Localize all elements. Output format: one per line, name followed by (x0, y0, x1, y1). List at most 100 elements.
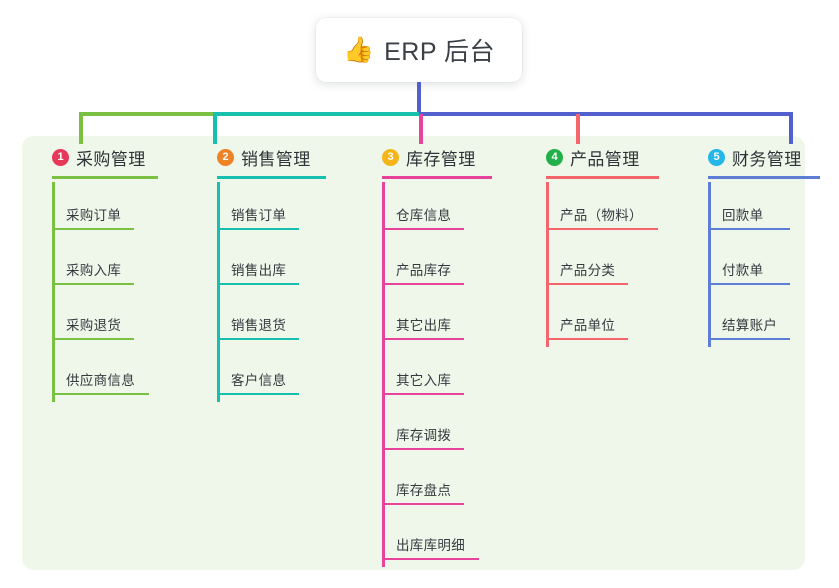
list-item-rule (217, 338, 299, 340)
column-header-rule-1 (52, 176, 158, 179)
column-badge-3: 3 (382, 148, 399, 166)
list-item[interactable]: 产品库存 (368, 234, 528, 289)
list-item-label: 销售出库 (231, 263, 287, 278)
list-item[interactable]: 出库库明细 (368, 509, 528, 564)
list-item[interactable]: 销售退货 (203, 289, 363, 344)
column-title-1: 采购管理 (76, 149, 146, 169)
list-item-rule (382, 338, 464, 340)
column-title-4: 产品管理 (570, 149, 640, 169)
connector-drop-5 (789, 114, 793, 144)
list-item[interactable]: 产品单位 (532, 289, 692, 344)
list-item[interactable]: 客户信息 (203, 344, 363, 399)
list-item-label: 库存调拨 (396, 428, 452, 443)
column-badge-5: 5 (708, 148, 725, 166)
list-item-label: 采购订单 (66, 208, 122, 223)
column-items-4: 产品（物料） 产品分类产品单位 (532, 179, 692, 344)
column-badge-4: 4 (546, 148, 563, 166)
column-1: 1 采购管理采购订单采购入库采购退货供应商信息 (38, 144, 198, 402)
list-item[interactable]: 采购退货 (38, 289, 198, 344)
list-item-rule (382, 228, 464, 230)
column-header-4[interactable]: 4 产品管理 (532, 144, 692, 170)
list-item[interactable]: 采购订单 (38, 179, 198, 234)
list-item[interactable]: 回款单 (694, 179, 839, 234)
list-item-rule (382, 393, 464, 395)
list-item[interactable]: 库存调拨 (368, 399, 528, 454)
list-item-label: 库存盘点 (396, 483, 452, 498)
root-node-card[interactable]: 👍 ERP 后台 (316, 18, 522, 82)
connector-drop-4 (576, 114, 580, 144)
list-item[interactable]: 销售出库 (203, 234, 363, 289)
column-items-3: 仓库信息产品库存其它出库其它入库库存调拨库存盘点出库库明细 (368, 179, 528, 564)
column-items-5: 回款单付款单结算账户 (694, 179, 839, 344)
list-item-rule (217, 228, 299, 230)
list-item-label: 其它入库 (396, 373, 452, 388)
connector-hbar-3 (419, 112, 793, 116)
list-item-label: 产品库存 (396, 263, 452, 278)
list-item-label: 客户信息 (231, 373, 287, 388)
list-item[interactable]: 库存盘点 (368, 454, 528, 509)
connector-drop-3 (419, 114, 423, 144)
column-3: 3 库存管理仓库信息产品库存其它出库其它入库库存调拨库存盘点出库库明细 (368, 144, 528, 567)
list-item-label: 其它出库 (396, 318, 452, 333)
list-item-label: 销售订单 (231, 208, 287, 223)
list-item[interactable]: 供应商信息 (38, 344, 198, 399)
list-item-label: 付款单 (722, 263, 764, 278)
root-node-title: ERP 后台 (384, 38, 496, 66)
column-header-rule-5 (708, 176, 820, 179)
list-item-label: 出库库明细 (396, 538, 465, 553)
column-header-rule-2 (217, 176, 326, 179)
list-item[interactable]: 仓库信息 (368, 179, 528, 234)
list-item[interactable]: 其它入库 (368, 344, 528, 399)
list-item[interactable]: 结算账户 (694, 289, 839, 344)
list-item-label: 产品（物料） (560, 208, 643, 223)
connector-stem (417, 82, 421, 114)
list-item-rule (382, 283, 464, 285)
column-spine-1 (52, 182, 55, 402)
list-item-rule (382, 503, 464, 505)
column-title-3: 库存管理 (406, 149, 476, 169)
list-item-label: 采购退货 (66, 318, 122, 333)
list-item-rule (52, 393, 149, 395)
list-item-rule (708, 283, 790, 285)
column-items-2: 销售订单销售出库销售退货客户信息 (203, 179, 363, 399)
column-badge-2: 2 (217, 148, 234, 166)
column-header-rule-4 (546, 176, 659, 179)
connector-hbar-1 (79, 112, 217, 116)
list-item-label: 产品单位 (560, 318, 616, 333)
column-spine-5 (708, 182, 711, 347)
list-item[interactable]: 销售订单 (203, 179, 363, 234)
list-item[interactable]: 付款单 (694, 234, 839, 289)
list-item-rule (217, 393, 299, 395)
list-item[interactable]: 采购入库 (38, 234, 198, 289)
list-item[interactable]: 产品分类 (532, 234, 692, 289)
column-badge-1: 1 (52, 148, 69, 166)
connector-hbar-2 (213, 112, 423, 116)
column-header-1[interactable]: 1 采购管理 (38, 144, 198, 170)
list-item-rule (217, 283, 299, 285)
list-item-rule (708, 228, 790, 230)
column-4: 4 产品管理产品（物料） 产品分类产品单位 (532, 144, 692, 347)
list-item-label: 结算账户 (722, 318, 778, 333)
list-item-rule (546, 338, 628, 340)
list-item[interactable]: 其它出库 (368, 289, 528, 344)
list-item-label: 回款单 (722, 208, 764, 223)
list-item-label: 销售退货 (231, 318, 287, 333)
list-item-rule (52, 283, 134, 285)
diagram-panel (22, 136, 805, 570)
column-header-3[interactable]: 3 库存管理 (368, 144, 528, 170)
list-item-rule (546, 283, 628, 285)
list-item-label: 产品分类 (560, 263, 616, 278)
column-header-rule-3 (382, 176, 492, 179)
list-item-label: 供应商信息 (66, 373, 135, 388)
column-items-1: 采购订单采购入库采购退货供应商信息 (38, 179, 198, 399)
list-item[interactable]: 产品（物料） (532, 179, 692, 234)
column-spine-2 (217, 182, 220, 402)
list-item-rule (382, 558, 479, 560)
list-item-label: 仓库信息 (396, 208, 452, 223)
list-item-rule (52, 228, 134, 230)
list-item-rule (382, 448, 464, 450)
